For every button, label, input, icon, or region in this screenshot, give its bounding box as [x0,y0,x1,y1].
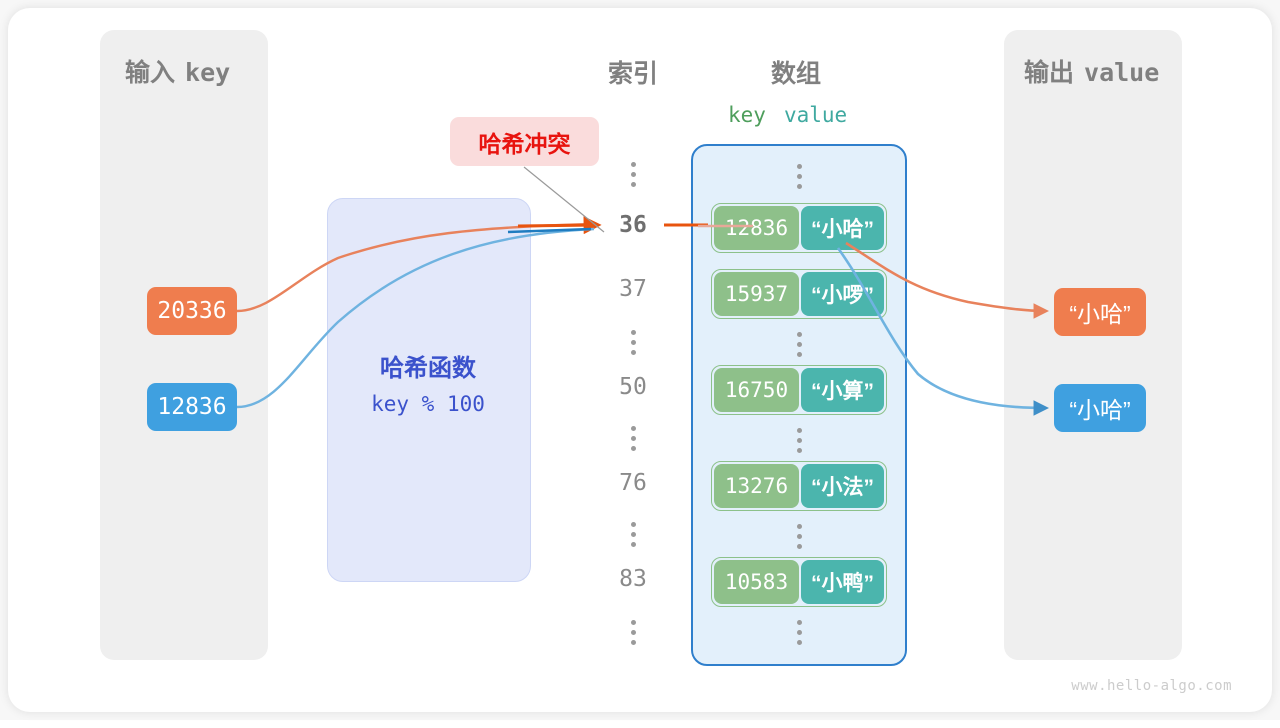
index-50: 50 [619,374,647,400]
array-ellipsis-bottom [711,620,887,645]
bucket-row-50[interactable]: 16750 “小算” [711,365,887,415]
array-ellipsis-top [711,164,887,189]
index-37: 37 [619,276,647,302]
watermark: www.hello-algo.com [1071,678,1232,694]
input-panel [100,30,268,660]
output-value-blue[interactable]: “小哈” [1054,384,1146,432]
bucket-key-13276: 13276 [714,464,799,508]
index-ellipsis-3 [600,522,666,547]
key-value-caption: key value [728,103,847,127]
hash-function-expression: key % 100 [371,392,485,416]
bucket-key-12836: 12836 [714,206,799,250]
bucket-key-16750: 16750 [714,368,799,412]
bucket-value-xiaofa: “小法” [800,464,884,508]
index-ellipsis-1 [600,330,666,355]
output-panel-title-cn: 输出 [1024,59,1075,87]
index-36: 36 [619,212,647,238]
bucket-value-xiaoha: “小哈” [800,206,884,250]
hash-function-title: 哈希函数 [380,355,476,382]
index-ellipsis-2 [600,426,666,451]
array-ellipsis-2 [711,428,887,453]
index-76: 76 [619,470,647,496]
hash-table-array: 12836 “小哈” 15937 “小啰” 16750 “小算” 13276 “… [691,144,907,666]
bucket-key-10583: 10583 [714,560,799,604]
bucket-value-xiaoluo: “小啰” [800,272,884,316]
output-panel [1004,30,1182,660]
value-caption: value [783,103,848,127]
bucket-key-15937: 15937 [714,272,799,316]
bucket-value-xiaosuan: “小算” [800,368,884,412]
bucket-row-83[interactable]: 10583 “小鸭” [711,557,887,607]
bucket-row-76[interactable]: 13276 “小法” [711,461,887,511]
input-key-20336[interactable]: 20336 [147,287,237,335]
index-ellipsis-top [600,162,666,187]
input-panel-title-cn: 输入 [125,59,176,87]
index-ellipsis-bottom [600,620,666,645]
key-caption: key [728,103,766,127]
index-column-caption: 索引 [607,60,658,88]
input-panel-title-mono: key [185,58,231,87]
bucket-value-xiaoya: “小鸭” [800,560,884,604]
hash-collision-badge: 哈希冲突 [450,117,599,166]
bucket-row-37[interactable]: 15937 “小啰” [711,269,887,319]
wire-collision-leader [523,166,605,233]
array-ellipsis-3 [711,524,887,549]
diagram-card: 输入 key 输出 value 索引 数组 key value 20336 12836… [8,8,1272,712]
output-panel-title: 输出 value [1024,53,1159,89]
output-panel-title-mono: value [1084,58,1160,87]
bucket-row-36[interactable]: 12836 “小哈” [711,203,887,253]
input-panel-title: 输入 key [125,53,230,89]
hash-function-box [327,198,531,582]
array-column-caption: 数组 [770,60,821,88]
output-value-orange[interactable]: “小哈” [1054,288,1146,336]
index-column: 36 37 50 76 83 [600,148,666,653]
index-83: 83 [619,566,647,592]
input-key-12836[interactable]: 12836 [147,383,237,431]
array-ellipsis-1 [711,332,887,357]
